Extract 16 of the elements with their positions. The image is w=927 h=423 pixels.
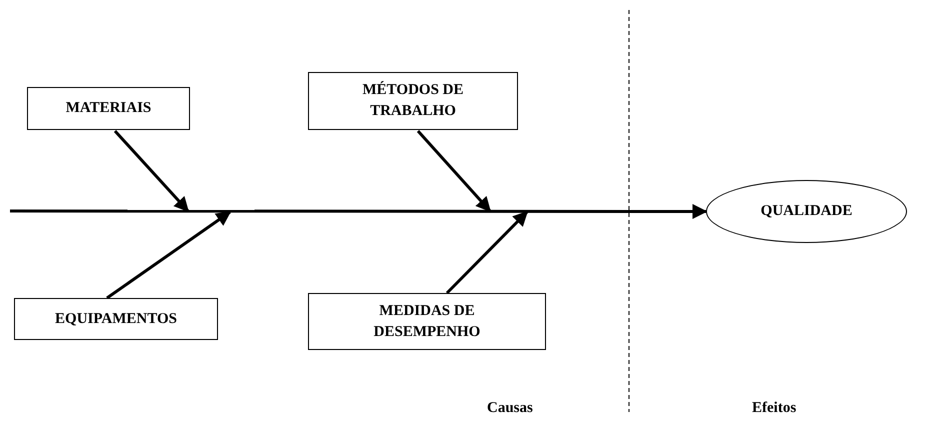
arrow [416, 130, 492, 212]
cause-box [27, 87, 190, 130]
arrow [10, 204, 708, 219]
arrow [114, 130, 190, 212]
cause-box [308, 293, 546, 350]
node-text: MEDIDAS DE DESEMPENHO [372, 302, 482, 342]
arrow [106, 210, 232, 300]
section-label: Causas [487, 400, 533, 417]
node-text: MÉTODOS DE TRABALHO [362, 80, 464, 121]
arrow [446, 210, 528, 294]
cause-box [14, 298, 218, 340]
node-text: MATERIAIS [66, 99, 152, 118]
section-label: Efeitos [752, 400, 796, 417]
node-text: EQUIPAMENTOS [55, 310, 177, 328]
cause-box [308, 72, 518, 130]
node-text: QUALIDADE [760, 202, 852, 221]
